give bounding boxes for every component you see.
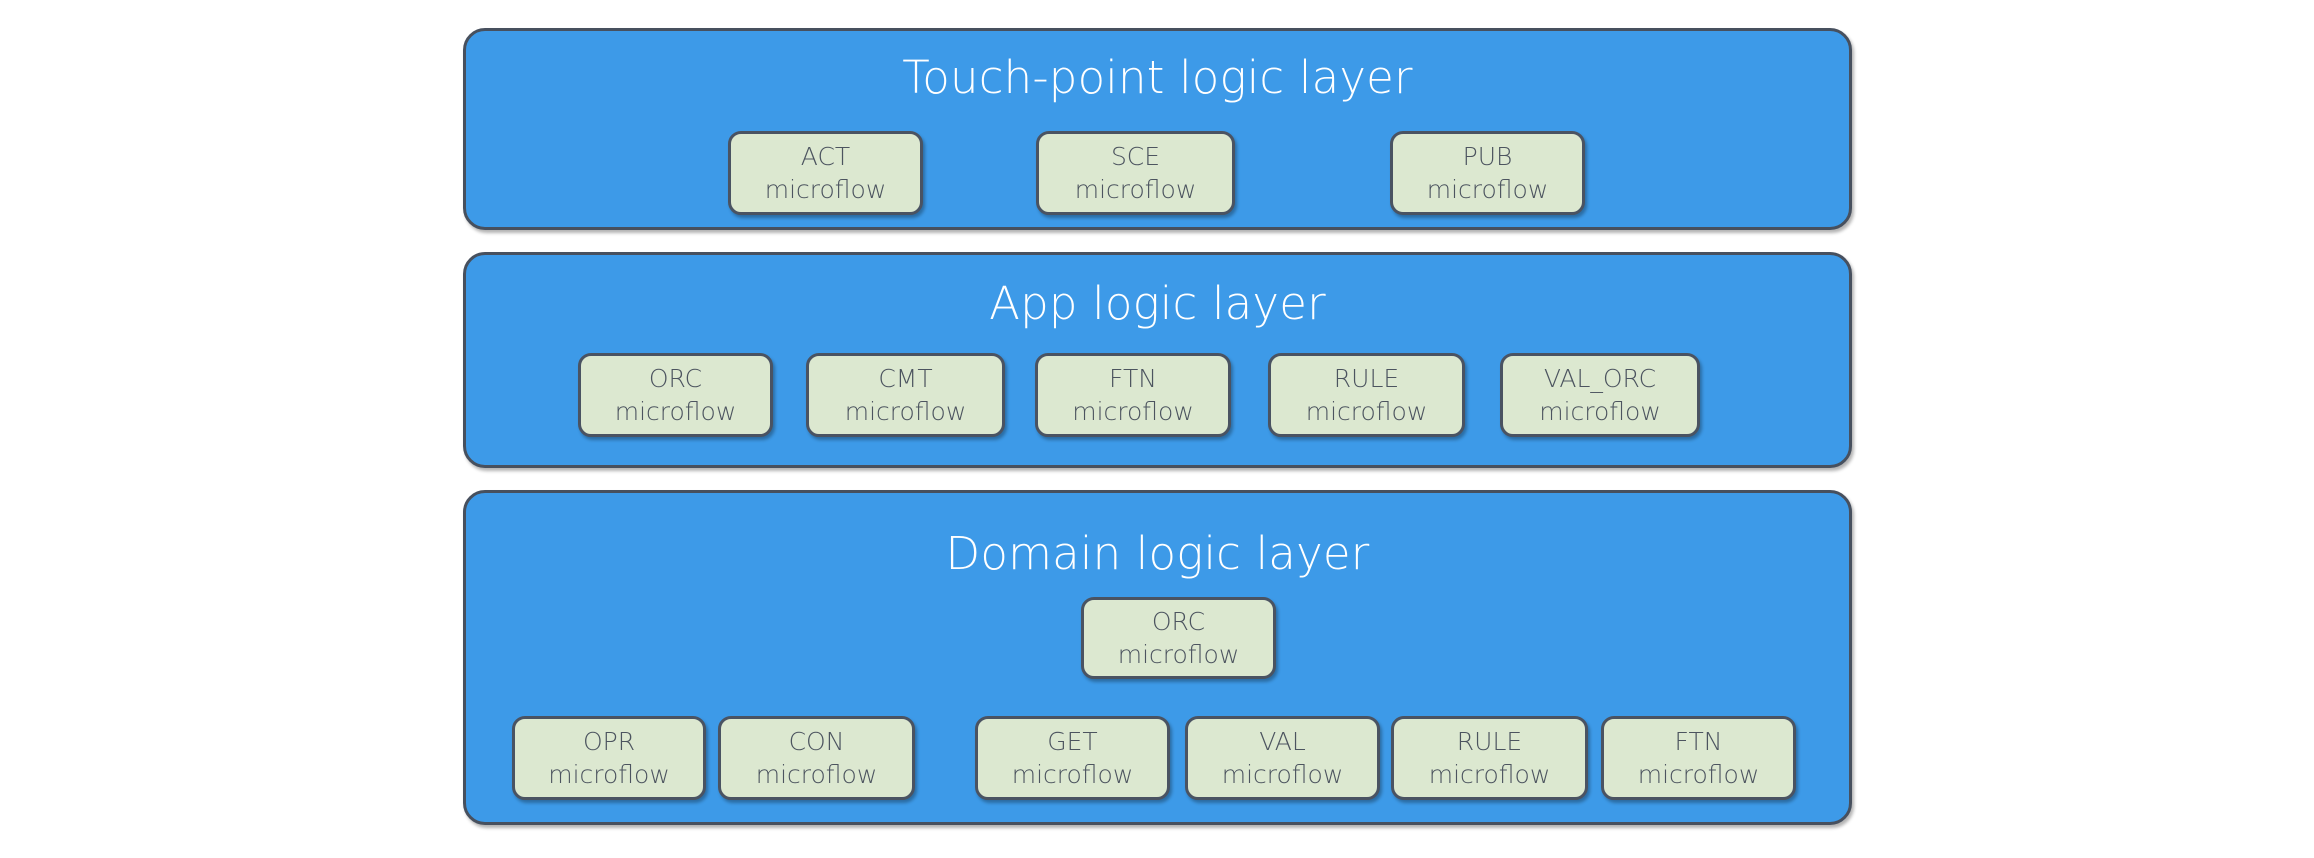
microflow-box[interactable]: RULE microflow xyxy=(1268,353,1465,437)
microflow-box[interactable]: ORC microflow xyxy=(1081,597,1276,679)
microflow-kind: microflow xyxy=(1011,760,1134,789)
microflow-box[interactable]: FTN microflow xyxy=(1601,716,1796,800)
microflow-kind: microflow xyxy=(1637,760,1760,789)
microflow-code: OPR xyxy=(582,727,636,756)
microflow-kind: microflow xyxy=(1305,397,1428,426)
microflow-code: FTN xyxy=(1109,364,1157,393)
microflow-box[interactable]: VAL_ORC microflow xyxy=(1500,353,1700,437)
microflow-code: CMT xyxy=(878,364,933,393)
microflow-kind: microflow xyxy=(755,760,878,789)
microflow-kind: microflow xyxy=(764,175,887,204)
microflow-code: ACT xyxy=(800,142,851,171)
microflow-code: PUB xyxy=(1462,142,1513,171)
microflow-code: RULE xyxy=(1456,727,1523,756)
microflow-box[interactable]: FTN microflow xyxy=(1035,353,1231,437)
microflow-code: GET xyxy=(1047,727,1098,756)
microflow-box[interactable]: GET microflow xyxy=(975,716,1170,800)
microflow-kind: microflow xyxy=(1074,175,1197,204)
microflow-box[interactable]: PUB microflow xyxy=(1390,131,1585,215)
microflow-code: VAL_ORC xyxy=(1543,364,1657,393)
microflow-code: CON xyxy=(788,727,845,756)
microflow-kind: microflow xyxy=(1539,397,1661,426)
microflow-box[interactable]: RULE microflow xyxy=(1391,716,1588,800)
microflow-kind: microflow xyxy=(1117,640,1240,669)
microflow-code: RULE xyxy=(1333,364,1400,393)
microflow-kind: microflow xyxy=(1428,760,1551,789)
microflow-kind: microflow xyxy=(614,397,737,426)
microflow-kind: microflow xyxy=(1426,175,1549,204)
microflow-code: ORC xyxy=(1151,607,1206,636)
microflow-code: ORC xyxy=(648,364,703,393)
microflow-box[interactable]: CON microflow xyxy=(718,716,915,800)
layer-title: Domain logic layer xyxy=(945,527,1370,580)
microflow-kind: microflow xyxy=(548,760,670,789)
microflow-code: SCE xyxy=(1110,142,1161,171)
microflow-box[interactable]: SCE microflow xyxy=(1036,131,1235,215)
microflow-box[interactable]: OPR microflow xyxy=(512,716,706,800)
layer-title: Touch-point logic layer xyxy=(902,51,1413,104)
microflow-box[interactable]: ACT microflow xyxy=(728,131,923,215)
microflow-code: FTN xyxy=(1674,727,1723,756)
microflow-box[interactable]: CMT microflow xyxy=(806,353,1005,437)
microflow-kind: microflow xyxy=(1072,397,1194,426)
microflow-kind: microflow xyxy=(1221,760,1344,789)
microflow-code: VAL xyxy=(1259,727,1306,756)
microflow-box[interactable]: ORC microflow xyxy=(578,353,773,437)
layer-title: App logic layer xyxy=(989,277,1326,330)
microflow-kind: microflow xyxy=(844,397,967,426)
microflow-box[interactable]: VAL microflow xyxy=(1185,716,1380,800)
